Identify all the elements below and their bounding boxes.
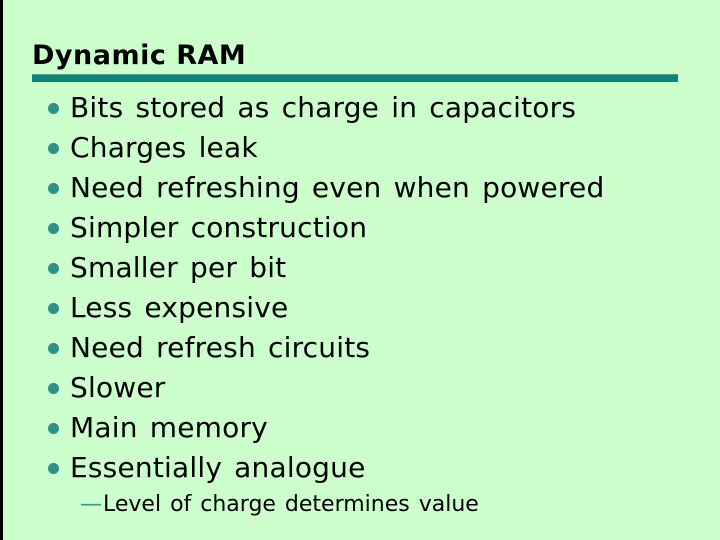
bullet-text: Simpler construction	[70, 211, 368, 244]
bullet-item: Smaller per bit	[32, 248, 710, 288]
bullet-item: Less expensive	[32, 288, 710, 328]
bullet-text: Bits stored as charge in capacitors	[70, 91, 577, 124]
bullet-item: Essentially analogue	[32, 448, 710, 488]
bullet-icon	[48, 262, 59, 274]
bullet-item: Charges leak	[32, 128, 710, 168]
bullet-item: Slower	[32, 368, 710, 408]
bullet-text: Need refreshing even when powered	[70, 171, 605, 204]
bullet-item: Bits stored as charge in capacitors	[32, 88, 710, 128]
left-edge-strip	[0, 0, 3, 540]
slide-title: Dynamic RAM	[32, 40, 247, 71]
dash-icon: —	[80, 492, 102, 517]
sub-bullet: —Level of charge determines value	[80, 491, 479, 519]
bullet-item: Main memory	[32, 408, 710, 448]
bullet-icon	[48, 142, 59, 154]
bullet-item: Simpler construction	[32, 208, 710, 248]
bullet-icon	[48, 182, 59, 194]
bullet-icon	[48, 382, 59, 394]
bullet-text: Charges leak	[70, 131, 258, 164]
bullet-text: Less expensive	[70, 291, 289, 324]
bullet-text: Essentially analogue	[70, 451, 366, 484]
sub-bullet-text: Level of charge determines value	[103, 492, 479, 517]
bullet-text: Main memory	[70, 411, 268, 444]
bullet-icon	[48, 342, 59, 354]
bullet-text: Smaller per bit	[70, 251, 287, 284]
bullet-icon	[48, 102, 59, 114]
bullet-item: Need refreshing even when powered	[32, 168, 710, 208]
bullet-icon	[48, 462, 59, 474]
title-underline-rule	[32, 74, 678, 82]
bullet-icon	[48, 302, 59, 314]
bullet-text: Slower	[70, 371, 166, 404]
bullet-text: Need refresh circuits	[70, 331, 371, 364]
bullet-icon	[48, 422, 59, 434]
bullet-item: Need refresh circuits	[32, 328, 710, 368]
bullet-icon	[48, 222, 59, 234]
bullet-list: Bits stored as charge in capacitors Char…	[32, 88, 710, 488]
